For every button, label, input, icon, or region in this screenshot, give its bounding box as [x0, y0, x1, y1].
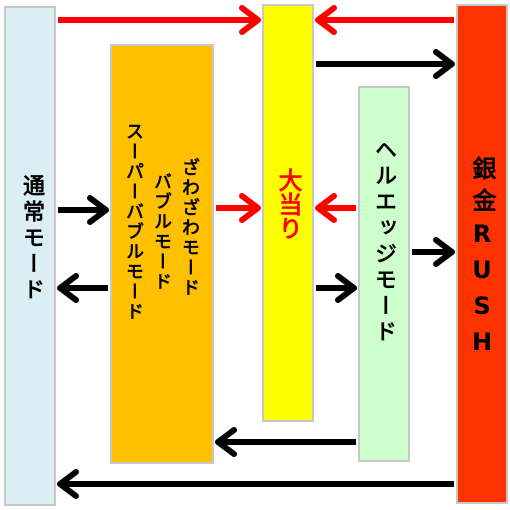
arrow-hell-to-rush [412, 237, 455, 267]
jackpot-box: 大当り [262, 4, 314, 422]
zawa-mode-label-1: ざわざわモード [179, 158, 200, 298]
arrow-jackpot-to-hell [316, 273, 357, 303]
arrow-rush-to-jackpot [315, 5, 454, 35]
normal-mode-box: 通常モード [4, 6, 56, 506]
zawa-mode-label-2: バブルモード [151, 172, 172, 292]
hell-edge-mode-label: ヘルエッジモード [371, 138, 396, 346]
ginkin-rush-box: 銀金RUSH [456, 4, 508, 504]
zawa-mode-label-3: スーパーバブルモード [123, 122, 144, 322]
arrow-hell-to-zawa [215, 427, 356, 457]
arrow-jackpot-to-rush [316, 49, 455, 79]
jackpot-label: 大当り [274, 168, 302, 240]
arrow-zawa-to-normal [57, 273, 108, 303]
zawa-mode-box: ざわざわモード バブルモード スーパーバブルモード [110, 44, 214, 464]
arrow-hell-to-jackpot [315, 193, 356, 223]
normal-mode-label: 通常モード [19, 174, 44, 304]
arrow-zawa-to-jackpot [216, 193, 261, 223]
ginkin-rush-label: 銀金RUSH [468, 156, 496, 364]
arrow-normal-to-jackpot [58, 5, 261, 35]
arrow-rush-to-normal [57, 469, 454, 499]
arrow-normal-to-zawa [58, 195, 109, 225]
hell-edge-mode-box: ヘルエッジモード [358, 86, 410, 462]
